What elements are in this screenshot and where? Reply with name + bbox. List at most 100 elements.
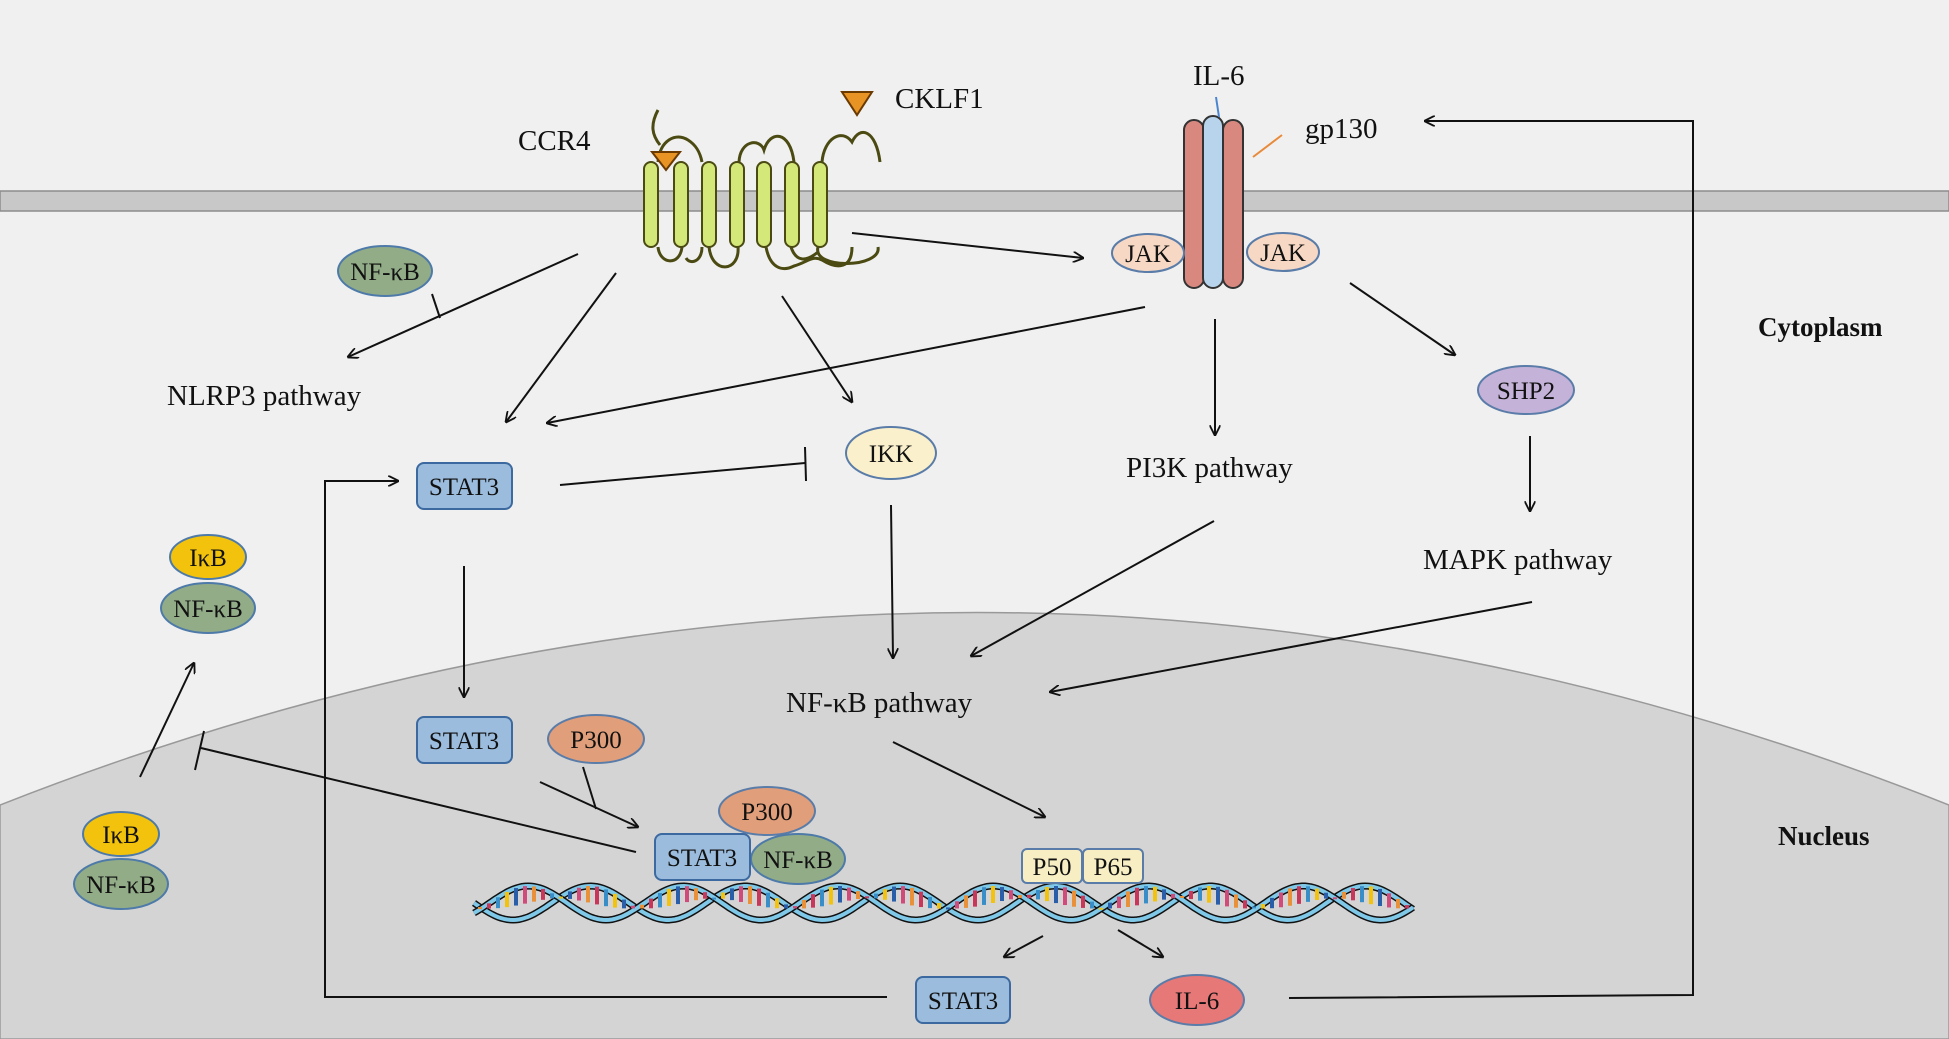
dna-base-pair [505,891,509,908]
dna-base-pair [1288,888,1292,906]
dna-base-pair [1270,897,1274,909]
svg-text:STAT3: STAT3 [429,728,499,755]
dna-base-pair [865,896,869,899]
il6-product-node: IL-6 [1149,974,1245,1026]
svg-text:JAK: JAK [1125,241,1171,268]
dna-base-pair [1018,895,1022,899]
dna-base-pair [559,896,563,899]
cklf1-ligand-icon [840,91,874,117]
dna-base-pair [1036,889,1040,900]
ikk-node: IKK [845,426,937,480]
edge-jak-to-stat3 [547,306,1146,423]
dna-base-pair [1153,886,1157,902]
svg-text:JAK: JAK [1260,240,1306,267]
edge-il6-feedback-loop [1288,121,1694,999]
pi3k-pathway-label: PI3K pathway [1126,452,1293,484]
nfkb-top-node: NF-κB [337,245,433,297]
dna-base-pair [1225,889,1229,907]
edge-mapk-to-nfkb-pathway [1050,601,1533,692]
dna-base-pair [901,886,905,904]
dna-base-pair [919,891,923,908]
dna-base-pair [1135,887,1139,906]
dna-base-pair [1180,895,1184,898]
edge-dna-to-stat3 [1004,935,1044,957]
cell-membrane [0,190,1949,212]
edge-ccr4-to-ikk [781,295,852,402]
jak-left-node: JAK [1111,233,1185,273]
dna-base-pair [1045,886,1049,902]
dna-base-pair [1360,886,1364,903]
dna-base-pair [1234,894,1238,908]
dna-base-pair [595,886,599,905]
il6-binding-line [1215,96,1220,118]
dna-base-pair [757,888,761,906]
dna-base-pair [1315,888,1319,901]
dna-base-pair [973,890,977,907]
gp130-pointer-line [1252,134,1283,158]
dna-base-pair [694,888,698,901]
dna-base-pair [577,887,581,901]
dna-base-pair [982,887,986,905]
edge-stat3-feedback-loop [324,481,887,998]
p50-p65-complex: P50 P65 [1021,848,1144,884]
edge-ccr4-to-jak [851,232,1083,258]
gp130-receptor [1183,115,1244,289]
dna-base-pair [1333,897,1337,900]
ikb-nfkb-cytoplasm-complex: NF-κB IκB [160,534,256,634]
stat3-nucleus-node: STAT3 [416,716,513,764]
dna-base-pair [829,886,833,905]
dna-base-pair [604,889,608,907]
dna-base-pair [892,886,896,902]
dna-base-pair [586,886,590,903]
dna-base-pair [1405,905,1409,909]
dna-base-pair [703,892,707,899]
dna-base-pair [856,891,860,899]
dna-base-pair [1000,887,1004,902]
dna-base-pair [676,886,680,905]
dna-base-pair [1099,907,1103,910]
svg-text:STAT3: STAT3 [429,474,499,501]
nfkb-pathway-label: NF-κB pathway [786,687,973,719]
dna-base-pair [658,893,662,908]
dna-base-pair [1054,886,1058,904]
dna-base-pair [613,893,617,908]
dna-base-pair [685,886,689,903]
dna-base-pair [775,898,779,909]
dna-base-pair [649,898,653,909]
dna-base-pair [730,888,734,901]
dna-base-pair [1351,888,1355,901]
edge-pi3k-to-nfkb-pathway [971,520,1215,656]
dna-base-pair [838,886,842,903]
dna-base-pair [820,889,824,907]
dna-base-pair [667,888,671,906]
dna-base-pair [721,892,725,899]
dna-base-pair [1081,895,1085,908]
edge-ccr4-to-stat3 [506,272,617,422]
dna-base-pair [1342,891,1346,899]
dna-base-pair [1378,888,1382,907]
dna-base-pair [1189,890,1193,900]
shp2-node: SHP2 [1477,365,1575,415]
edge-nfkb-pathway-to-p50-p65 [892,741,1045,817]
dna-base-pair [739,886,743,902]
p300-nucleus-node: P300 [547,714,645,764]
svg-text:NF-κB: NF-κB [350,259,420,286]
edge-stat3-inhibits-ikb-export [194,730,637,853]
stat3-p300-nfkb-dna-complex: P300 NF-κB STAT3 [654,786,846,885]
dna-base-pair [622,899,626,909]
dna-base-pair [541,888,545,900]
dna-base-pair [1126,891,1130,907]
dna-base-pair [748,886,752,904]
dna-base-pair [1162,889,1166,900]
dna-base-pair [496,897,500,909]
dna-base-pair [784,904,788,909]
svg-text:STAT3: STAT3 [928,988,998,1015]
cklf1-label: CKLF1 [895,83,984,115]
dna-base-pair [631,905,635,909]
dna-base-pair [793,906,797,909]
dna-base-pair [910,887,914,906]
dna-base-pair [1252,906,1256,909]
dna-base-pair [964,895,968,908]
stat3-product-node: STAT3 [915,976,1011,1024]
